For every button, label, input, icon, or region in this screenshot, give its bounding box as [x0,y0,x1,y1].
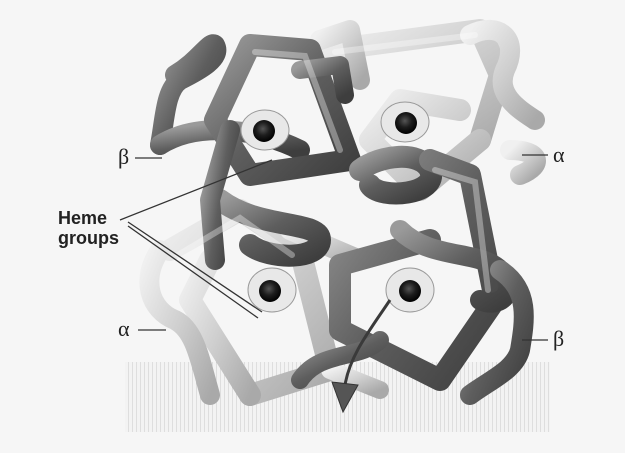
label-heme-groups: Heme groups [58,208,119,248]
label-alpha-bottom-left: α [118,316,130,342]
label-heme-line2: groups [58,228,119,248]
label-alpha-top-right: α [553,142,565,168]
label-beta-bottom-right: β [553,326,564,352]
label-beta-top-left: β [118,144,129,170]
label-heme-line1: Heme [58,208,119,228]
heme-group-top-left [241,110,289,150]
heme-group-top-right [381,102,429,142]
heme-group-bottom-left [248,268,296,312]
heme-group-bottom-right [386,268,434,312]
